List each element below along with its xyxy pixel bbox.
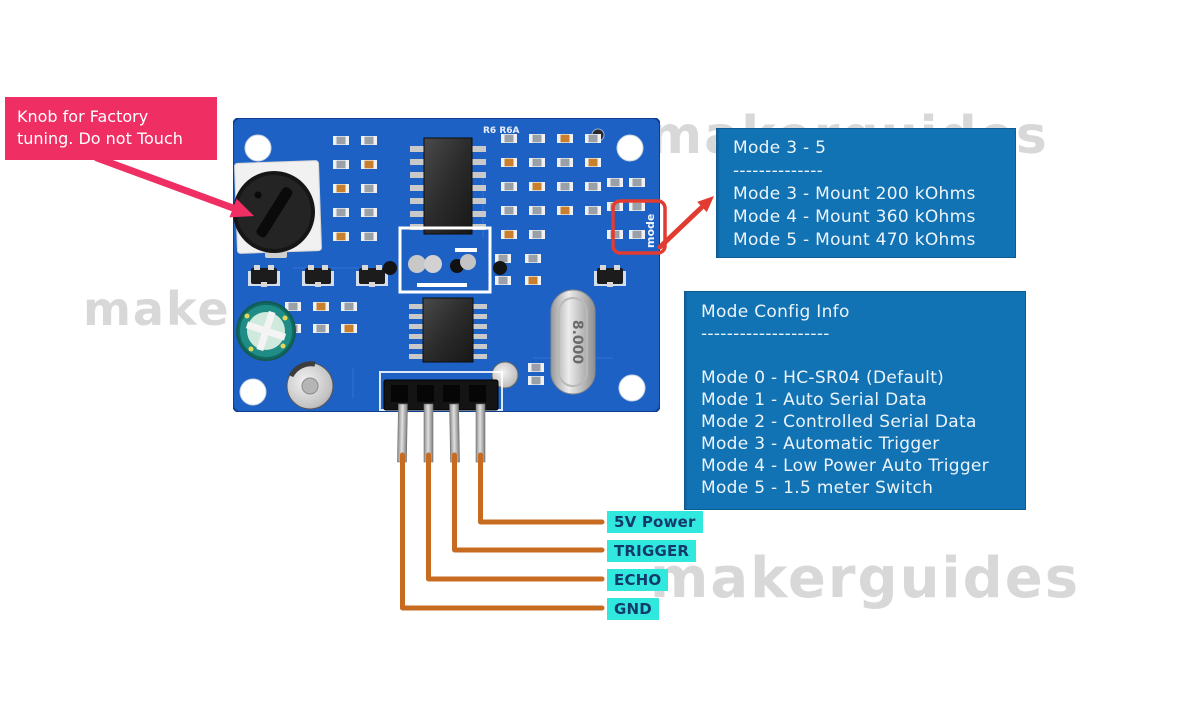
sensor-board-image: R6 R6A	[233, 118, 660, 412]
crystal-frequency-label: 8.000	[569, 320, 585, 365]
mode-range-line: Mode 4 - Mount 360 kOhms	[733, 207, 976, 227]
mode-range-title: Mode 3 - 5	[733, 138, 827, 158]
pin-header	[379, 371, 503, 411]
pin-label-trigger: TRIGGER	[607, 540, 697, 562]
mode-config-divider: --------------------	[701, 324, 830, 344]
mode-range-line: Mode 5 - Mount 470 kOhms	[733, 230, 976, 250]
pin-label-5v: 5V Power	[607, 511, 703, 533]
mode-config-line: Mode 2 - Controlled Serial Data	[701, 412, 977, 432]
wire-trigger	[452, 452, 605, 553]
knob-arrow-icon	[93, 154, 254, 218]
trimmer-knob	[233, 160, 322, 258]
mode-range-line: Mode 3 - Mount 200 kOhms	[733, 184, 976, 204]
mode-config-line: Mode 3 - Automatic Trigger	[701, 434, 940, 454]
small-capacitor	[491, 361, 519, 389]
mode-config-title: Mode Config Info	[701, 302, 850, 322]
mode-arrow-icon	[657, 196, 714, 250]
spacer	[701, 345, 1009, 367]
mode-config-line: Mode 5 - 1.5 meter Switch	[701, 478, 934, 498]
mode-config-infobox: Mode Config Info -------------------- Mo…	[684, 291, 1026, 510]
green-capacitor	[236, 301, 296, 361]
pin-label-echo: ECHO	[607, 569, 669, 591]
pin-label-gnd: GND	[607, 598, 659, 620]
ic-chip-bottom	[409, 297, 487, 363]
mode-config-line: Mode 4 - Low Power Auto Trigger	[701, 456, 989, 476]
pin-wires	[400, 452, 605, 611]
mode-config-line: Mode 1 - Auto Serial Data	[701, 390, 927, 410]
transducer-pads	[383, 226, 507, 294]
wire-5v	[478, 452, 605, 525]
watermark-bottom: makerguides	[650, 546, 1081, 611]
knob-callout: Knob for Factory tuning. Do not Touch	[5, 97, 217, 160]
silver-inductor	[286, 361, 334, 410]
mode-silkscreen-label: mode	[644, 214, 657, 248]
wire-echo	[426, 452, 605, 582]
header-pins	[397, 403, 486, 463]
mode-range-infobox: Mode 3 - 5 -------------- Mode 3 - Mount…	[716, 128, 1016, 258]
wire-gnd	[400, 452, 605, 611]
ic-chip-top	[410, 137, 486, 235]
silkscreen-r6-label: R6 R6A	[483, 126, 520, 136]
mode-range-divider: --------------	[733, 161, 824, 181]
crystal-oscillator: 8.000	[550, 289, 596, 395]
mode-config-line: Mode 0 - HC-SR04 (Default)	[701, 368, 945, 388]
knob-callout-text: Knob for Factory tuning. Do not Touch	[17, 107, 183, 148]
